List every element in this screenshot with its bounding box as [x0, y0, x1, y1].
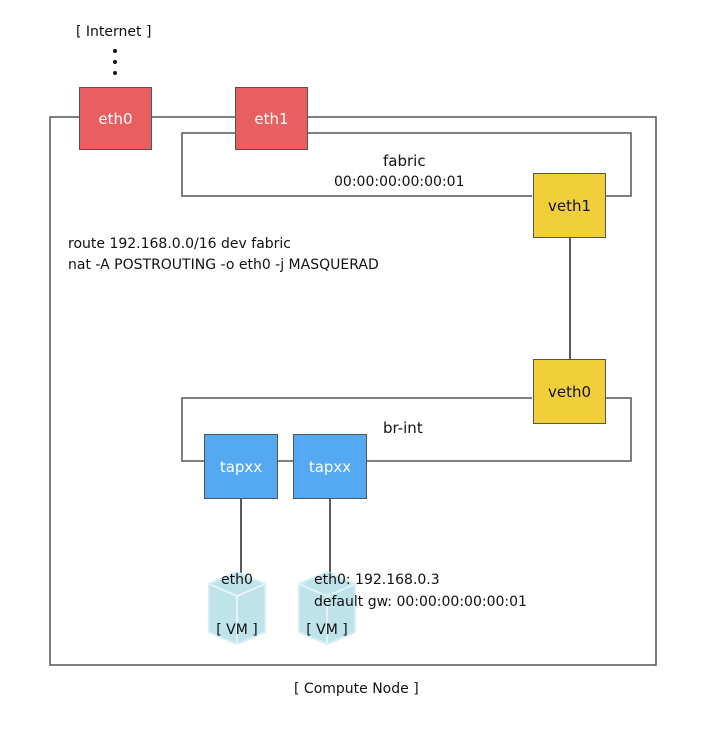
internet-dot	[113, 60, 117, 64]
eth0-interface[interactable]: eth0	[79, 87, 152, 150]
fabric-bridge-mac: 00:00:00:00:00:01	[334, 174, 465, 190]
veth0-interface[interactable]: veth0	[533, 359, 606, 424]
eth1-interface[interactable]: eth1	[235, 87, 308, 150]
internet-dot	[113, 71, 117, 75]
vm-1-tag: [ VM ]	[216, 622, 258, 638]
vm-1[interactable]: eth0 [ VM ]	[206, 570, 268, 646]
compute-node-border	[49, 116, 657, 666]
route-config: route 192.168.0.0/16 dev fabric	[68, 236, 292, 252]
br-int-bridge-name: br-int	[383, 419, 423, 437]
vm-2-tag: [ VM ]	[306, 622, 348, 638]
compute-node-label: [ Compute Node ]	[294, 681, 419, 697]
vm-2[interactable]: [ VM ]	[296, 570, 358, 646]
nat-config: nat -A POSTROUTING -o eth0 -j MASQUERAD	[68, 257, 379, 273]
br-int-bridge-border	[181, 397, 532, 462]
tap2-interface[interactable]: tapxx	[293, 434, 367, 499]
vm-2-ip: eth0: 192.168.0.3	[314, 572, 440, 588]
vm-2-gateway: default gw: 00:00:00:00:00:01	[314, 594, 527, 610]
fabric-bridge-border	[181, 132, 532, 197]
fabric-bridge-name: fabric	[383, 152, 426, 170]
vm-1-iface: eth0	[221, 572, 253, 588]
internet-label: [ Internet ]	[76, 24, 152, 40]
vm-cube-icon	[298, 570, 356, 646]
tap1-interface[interactable]: tapxx	[204, 434, 278, 499]
veth1-interface[interactable]: veth1	[533, 173, 606, 238]
vm-cube-icon	[208, 570, 266, 646]
fabric-bridge-border-right	[307, 132, 632, 197]
br-int-bridge-border-right	[366, 397, 632, 462]
internet-dot	[113, 49, 117, 53]
